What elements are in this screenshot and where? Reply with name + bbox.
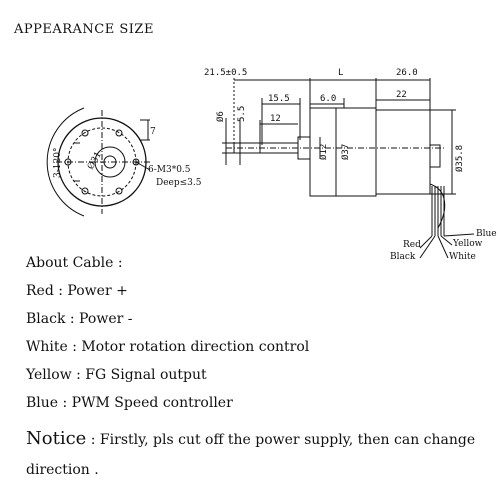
dim-6-0-label: 6.0	[320, 94, 336, 104]
dim-31-label: Ø31	[85, 150, 104, 172]
wire-label-blue: Blue	[476, 229, 497, 239]
wire-label-black: Black	[390, 252, 416, 260]
wire-label-red: Red	[403, 240, 421, 250]
dim-12-label: 12	[270, 114, 281, 124]
front-view	[46, 107, 151, 217]
cable-item-yellow: Yellow : FG Signal output	[26, 367, 207, 383]
angle-label: 3-120°	[53, 148, 63, 178]
dim-22-label: 22	[396, 90, 407, 100]
motor-body	[375, 109, 431, 195]
dim-d12-label: Ø12	[318, 144, 329, 160]
dim-26-label: 26.0	[396, 68, 418, 78]
cable-info: About Cable : Red : Power + Black : Powe…	[26, 254, 496, 422]
deep-label: Deep≤3.5	[156, 178, 202, 188]
dim-d35-8-label: Ø35.8	[454, 145, 465, 172]
mount-hole	[115, 187, 123, 195]
dim-21-5-label: 21.5±0.5	[204, 68, 247, 78]
wire-label-yellow: Yellow	[452, 239, 483, 249]
cable-item-red: Red : Power +	[26, 283, 128, 299]
mount-hole	[81, 187, 89, 195]
notice-text: : Firstly, pls cut off the power supply,…	[26, 432, 476, 478]
notice-paragraph: Notice : Firstly, pls cut off the power …	[26, 424, 492, 485]
dim-L-label: L	[338, 68, 343, 78]
wire-leader-yellow	[440, 235, 453, 246]
wire-leader-black	[419, 235, 436, 259]
shaft	[233, 142, 299, 154]
hole-leader	[135, 161, 151, 171]
mount-hole	[64, 158, 72, 166]
mount-hole	[115, 129, 123, 137]
dim-d37-label: Ø37	[340, 144, 351, 160]
cable-item-white: White : Motor rotation direction control	[26, 339, 310, 355]
end-cap	[429, 144, 441, 168]
wire-label-white: White	[449, 252, 476, 260]
side-view	[222, 78, 475, 259]
mount-hole	[132, 158, 140, 166]
dim-15-5-label: 15.5	[268, 94, 290, 104]
cable-item-blue: Blue : PWM Speed controller	[26, 395, 233, 411]
dim-d6-label: Ø6	[215, 111, 226, 122]
angle-arc	[46, 107, 85, 217]
wire-leader-blue	[443, 233, 475, 237]
cable-heading: About Cable :	[26, 255, 123, 271]
wire-leader-red	[419, 235, 433, 249]
dim-5-5-label: 5.5	[237, 106, 247, 122]
notice-word: Notice	[26, 428, 87, 449]
dim-7-label: 7	[150, 127, 156, 137]
mount-hole	[81, 129, 89, 137]
wire-leader-white	[437, 235, 449, 259]
page-title: APPEARANCE SIZE	[14, 22, 154, 37]
hole-label: 6-M3*0.5	[148, 165, 191, 175]
cable-item-black: Black : Power -	[26, 311, 133, 327]
technical-drawing: 3-120° 7 Ø31 6-M3*0.5 Deep≤3.5	[46, 68, 497, 260]
